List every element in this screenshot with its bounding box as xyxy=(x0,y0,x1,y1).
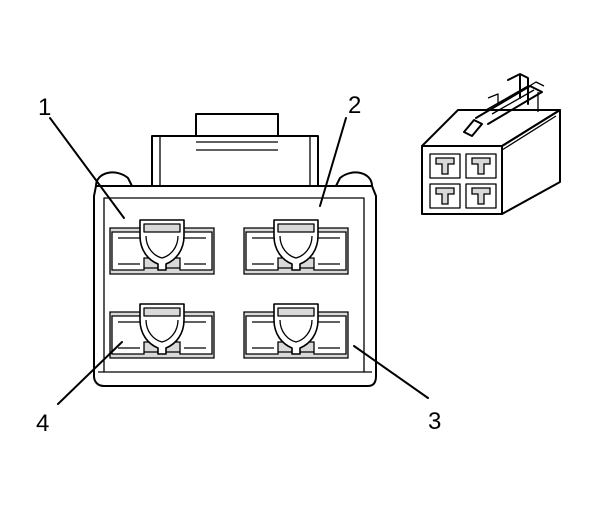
cavity-4 xyxy=(109,303,215,359)
callout-4: 4 xyxy=(36,410,49,437)
leader-line-1 xyxy=(49,117,125,219)
leader-line-3 xyxy=(353,345,429,399)
callout-2: 2 xyxy=(348,92,361,119)
connector-housing xyxy=(93,113,377,387)
connector-isometric-view xyxy=(421,73,561,215)
cavity-2 xyxy=(243,219,349,275)
leader-line-2 xyxy=(319,117,347,207)
leader-line-4 xyxy=(57,341,123,405)
callout-1: 1 xyxy=(38,94,51,121)
cavity-1 xyxy=(109,219,215,275)
cavity-3 xyxy=(243,303,349,359)
lock-tab xyxy=(195,113,279,137)
callout-3: 3 xyxy=(428,408,441,435)
